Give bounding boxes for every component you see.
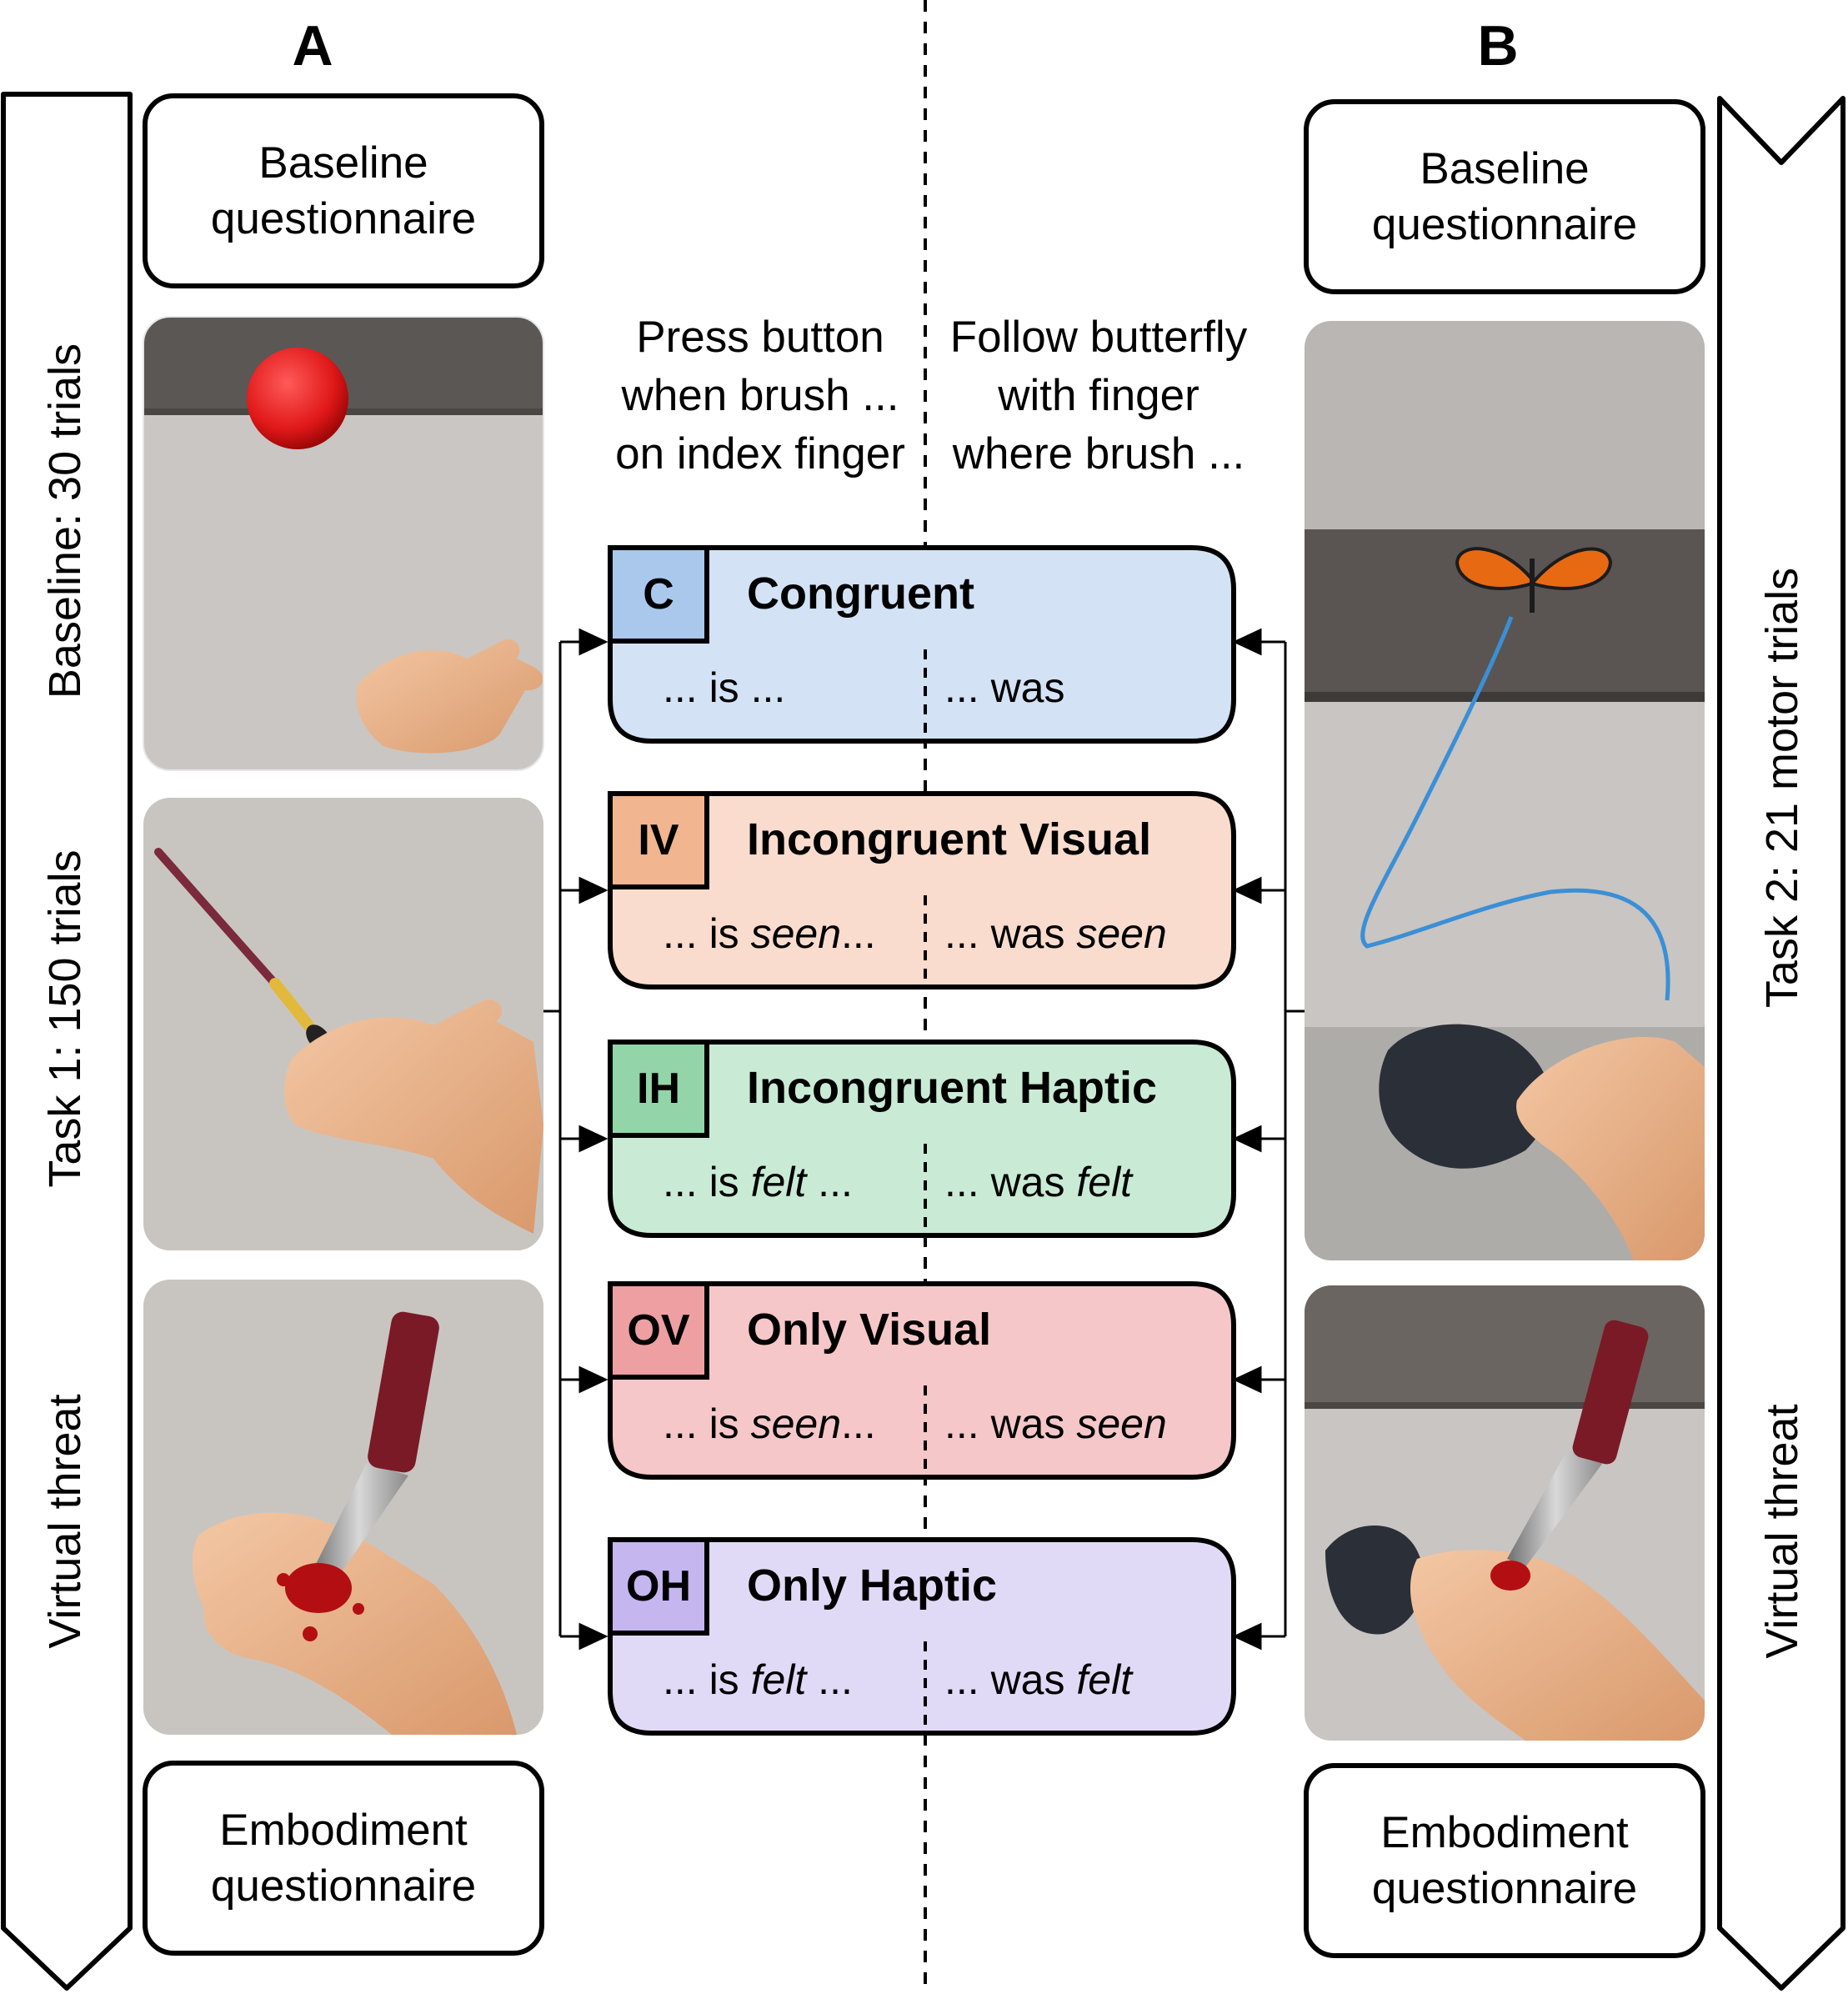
svg-text:Follow butterfly: Follow butterfly xyxy=(950,313,1248,362)
connectors-left xyxy=(543,628,608,1651)
condition-box xyxy=(608,791,1236,989)
svg-text:Baseline: Baseline xyxy=(1420,144,1589,193)
condition-left-text-em: seen xyxy=(751,910,841,957)
condition-box xyxy=(608,545,1236,744)
condition-code-tab xyxy=(608,791,709,889)
instruction-left: Press button when brush ... on index fin… xyxy=(615,313,905,478)
threat-scene-image-a xyxy=(143,1280,543,1735)
svg-text:Press button: Press button xyxy=(636,313,884,362)
task2-trials-label: Task 2: 21 motor trials xyxy=(1757,568,1807,1008)
condition-box xyxy=(608,1040,1236,1238)
condition-iv: IV Incongruent Visual ... is seen... ... wa… xyxy=(608,791,1236,989)
condition-left-text-post: ... xyxy=(841,910,876,957)
condition-oh: OH Only Haptic ... is felt ... ... was felt xyxy=(608,1537,1236,1736)
condition-left-text-pre: ... is ... xyxy=(663,664,785,711)
condition-left-text-pre: ... is xyxy=(663,1400,751,1447)
condition-right-text: ... was seen xyxy=(944,1400,1167,1447)
condition-code-tab xyxy=(608,1537,709,1636)
condition-right-text-em: felt xyxy=(1076,1159,1134,1205)
baseline-questionnaire-b: Baseline questionnaire xyxy=(1304,99,1705,294)
condition-left-text-pre: ... is xyxy=(663,1159,751,1205)
condition-box xyxy=(608,1281,1236,1480)
condition-left-text-em: felt xyxy=(751,1159,809,1205)
condition-left-text: ... is seen... xyxy=(663,1400,876,1447)
butterfly-icon xyxy=(1455,547,1613,613)
svg-text:questionnaire: questionnaire xyxy=(211,194,476,243)
embodiment-questionnaire-a: Embodiment questionnaire xyxy=(143,1761,544,1956)
condition-code: IH xyxy=(637,1065,680,1113)
svg-text:Baseline: Baseline xyxy=(258,138,428,188)
condition-left-text-pre: ... is xyxy=(663,1656,751,1703)
condition-left-text-post: ... xyxy=(806,1656,853,1703)
condition-right-text-pre: ... was xyxy=(944,1656,1076,1703)
condition-ov: OV Only Visual ... is seen... ... was seen xyxy=(608,1281,1236,1480)
embodiment-questionnaire-b: Embodiment questionnaire xyxy=(1304,1763,1705,1958)
condition-code-tab xyxy=(608,1040,709,1138)
timeline-arrow-left xyxy=(1,92,133,1991)
condition-title: Incongruent Haptic xyxy=(747,1063,1157,1113)
task2-scene-image xyxy=(1305,321,1705,1260)
condition-left-text-post: ... xyxy=(806,1159,853,1205)
condition-left-text-em: felt xyxy=(751,1656,809,1703)
condition-right-text: ... was xyxy=(944,664,1064,711)
condition-right-text: ... was felt xyxy=(944,1656,1134,1703)
condition-right-text-pre: ... was xyxy=(944,1400,1076,1447)
svg-text:on index finger: on index finger xyxy=(615,429,905,478)
condition-right-text-em: seen xyxy=(1076,1400,1166,1447)
condition-code-tab xyxy=(608,545,709,644)
condition-code: OH xyxy=(626,1562,691,1611)
panel-b-letter: B xyxy=(1477,14,1518,78)
svg-text:Embodiment: Embodiment xyxy=(1380,1808,1629,1857)
baseline-trials-label: Baseline: 30 trials xyxy=(40,343,90,699)
condition-left-text: ... is ... xyxy=(663,664,785,711)
condition-right-text: ... was felt xyxy=(944,1159,1134,1205)
svg-text:questionnaire: questionnaire xyxy=(1372,1864,1637,1913)
condition-title: Incongruent Visual xyxy=(747,814,1151,864)
condition-title: Only Visual xyxy=(747,1305,991,1355)
condition-code: C xyxy=(643,570,674,619)
condition-left-text: ... is seen... xyxy=(663,910,876,957)
condition-right-text: ... was seen xyxy=(944,910,1167,957)
condition-left-text-em: seen xyxy=(751,1400,841,1447)
task1-scene-image xyxy=(143,798,543,1250)
condition-right-text-pre: ... was xyxy=(944,910,1076,957)
threat-scene-image-b xyxy=(1305,1285,1705,1741)
condition-right-text-em: felt xyxy=(1076,1656,1134,1703)
condition-code-tab xyxy=(608,1281,709,1380)
task1-trials-label: Task 1: 150 trials xyxy=(40,849,90,1187)
connectors-right xyxy=(1232,628,1305,1651)
svg-text:where brush ...: where brush ... xyxy=(952,429,1245,478)
condition-code: IV xyxy=(638,816,679,864)
condition-left-text: ... is felt ... xyxy=(663,1159,853,1205)
condition-c: C Congruent ... is ... ... was xyxy=(608,545,1236,744)
svg-text:questionnaire: questionnaire xyxy=(211,1861,476,1911)
condition-left-text-post: ... xyxy=(841,1400,876,1447)
condition-box xyxy=(608,1537,1236,1736)
panel-a-letter: A xyxy=(292,14,333,78)
virtual-threat-label-b: Virtual threat xyxy=(1757,1404,1807,1658)
condition-title: Only Haptic xyxy=(747,1561,997,1611)
baseline-scene-image xyxy=(143,317,543,770)
condition-left-text: ... is felt ... xyxy=(663,1656,853,1703)
condition-right-text-pre: ... was xyxy=(944,1159,1076,1205)
timeline-arrow-right xyxy=(1717,96,1845,1991)
svg-text:with finger: with finger xyxy=(997,371,1199,420)
condition-right-text-em: seen xyxy=(1076,910,1166,957)
condition-left-text-pre: ... is xyxy=(663,910,751,957)
condition-title: Congruent xyxy=(747,569,974,619)
svg-text:questionnaire: questionnaire xyxy=(1372,200,1637,249)
svg-text:when brush ...: when brush ... xyxy=(621,371,899,420)
baseline-questionnaire-a: Baseline questionnaire xyxy=(143,93,544,288)
svg-text:Embodiment: Embodiment xyxy=(219,1806,468,1855)
virtual-threat-label-a: Virtual threat xyxy=(40,1394,90,1648)
condition-code: OV xyxy=(627,1306,689,1355)
condition-ih: IH Incongruent Haptic ... is felt ... ... w… xyxy=(608,1040,1236,1238)
instruction-right: Follow butterfly with finger where brush… xyxy=(950,313,1248,478)
condition-right-text-pre: ... was xyxy=(944,664,1064,711)
